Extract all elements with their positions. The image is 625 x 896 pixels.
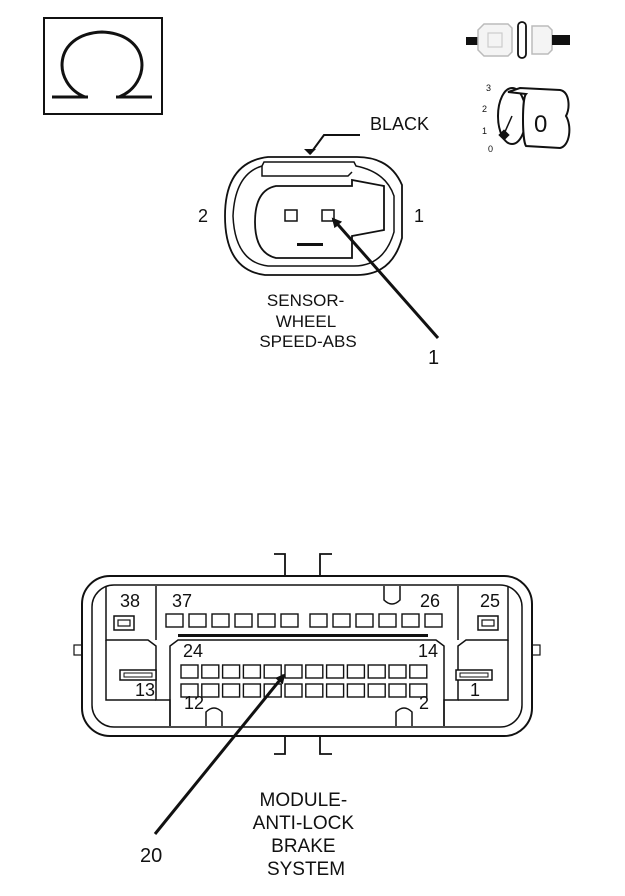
pin-cavity	[201, 664, 220, 679]
pin-cavity	[284, 683, 303, 698]
pin-row-top	[165, 613, 443, 628]
ignition-position-1: 1	[482, 126, 487, 136]
pin-cavity	[242, 683, 262, 698]
sensor-name-line-2: WHEEL	[276, 312, 336, 331]
module-name-line-3: BRAKE	[271, 836, 335, 857]
ignition-position-3: 3	[486, 83, 491, 93]
module-pin-14-label: 14	[418, 641, 438, 661]
pin-cavity	[242, 664, 262, 679]
pin-cavity	[325, 664, 345, 679]
pin-cavity	[211, 613, 230, 628]
pin-cavity	[388, 683, 407, 698]
pin-cavity	[409, 683, 428, 698]
pin-cavity	[388, 664, 407, 679]
sensor-connector-face: BLACK 2 1	[198, 114, 429, 276]
pin-cavity	[346, 664, 366, 679]
module-callout-arrow	[153, 673, 286, 835]
pin-cavity	[221, 683, 241, 698]
pin-cavity	[367, 664, 386, 679]
pin-cavity	[234, 613, 253, 628]
module-connector-face: 38 37 26 25 24 14 13 1 12 2	[73, 553, 541, 755]
pin-cavity	[221, 664, 241, 679]
sensor-name-line-3: SPEED-ABS	[259, 332, 356, 351]
pin-cavity	[305, 683, 324, 698]
sensor-pin-2-label: 2	[198, 206, 208, 226]
pin-cavity	[201, 683, 220, 698]
module-pin-12-label: 12	[184, 693, 204, 713]
ohm-symbol-icon	[43, 17, 163, 115]
sensor-callout-number: 1	[428, 347, 439, 369]
pin-cavity	[409, 664, 428, 679]
module-name-line-2: ANTI-LOCK	[253, 813, 355, 834]
pin-cavity	[367, 683, 386, 698]
module-name-line-4: SYSTEM	[267, 859, 345, 880]
ignition-key-label: 0	[534, 111, 547, 138]
module-pin-1-label: 1	[470, 680, 480, 700]
module-callout-number: 20	[140, 845, 162, 867]
pin-row-bottom	[180, 683, 428, 698]
pin-cavity	[332, 613, 351, 628]
module-pin-2-label: 2	[419, 693, 429, 713]
pin-cavity	[309, 613, 328, 628]
pin-cavity	[180, 664, 199, 679]
pin-cavity	[401, 613, 420, 628]
module-pin-37-label: 37	[172, 591, 192, 611]
pin-cavity	[180, 683, 199, 698]
disconnected-connector-icon	[466, 21, 570, 59]
sensor-callout-arrow	[331, 217, 440, 339]
pin-cavity	[280, 613, 299, 628]
sensor-name-line-1: SENSOR-	[267, 291, 344, 310]
sensor-connector-name: SENSOR- WHEEL SPEED-ABS	[259, 291, 356, 351]
pin-cavity	[378, 613, 397, 628]
pin-cavity	[188, 613, 207, 628]
module-pin-13-label: 13	[135, 680, 155, 700]
ignition-position-0: 0	[488, 144, 493, 154]
module-connector-name: MODULE- ANTI-LOCK BRAKE SYSTEM	[253, 790, 360, 880]
module-pin-24-label: 24	[183, 641, 203, 661]
pin-cavity	[325, 683, 345, 698]
module-name-line-1: MODULE-	[260, 790, 348, 811]
sensor-pin-1-label: 1	[414, 206, 424, 226]
ignition-switch-icon: 3 2 1 0 0	[482, 83, 571, 154]
pin-cavity	[305, 664, 324, 679]
pin-cavity	[355, 613, 374, 628]
module-pin-26-label: 26	[420, 591, 440, 611]
module-pin-25-label: 25	[480, 591, 500, 611]
pin-cavity	[424, 613, 443, 628]
pin-cavity	[284, 664, 303, 679]
pin-cavity	[257, 613, 276, 628]
pin-cavity	[346, 683, 366, 698]
pin-row-middle	[180, 664, 428, 679]
pin-cavity	[165, 613, 184, 628]
module-pin-38-label: 38	[120, 591, 140, 611]
ignition-position-2: 2	[482, 104, 487, 114]
sensor-color-label: BLACK	[370, 114, 429, 134]
pin-cavity	[263, 664, 282, 679]
